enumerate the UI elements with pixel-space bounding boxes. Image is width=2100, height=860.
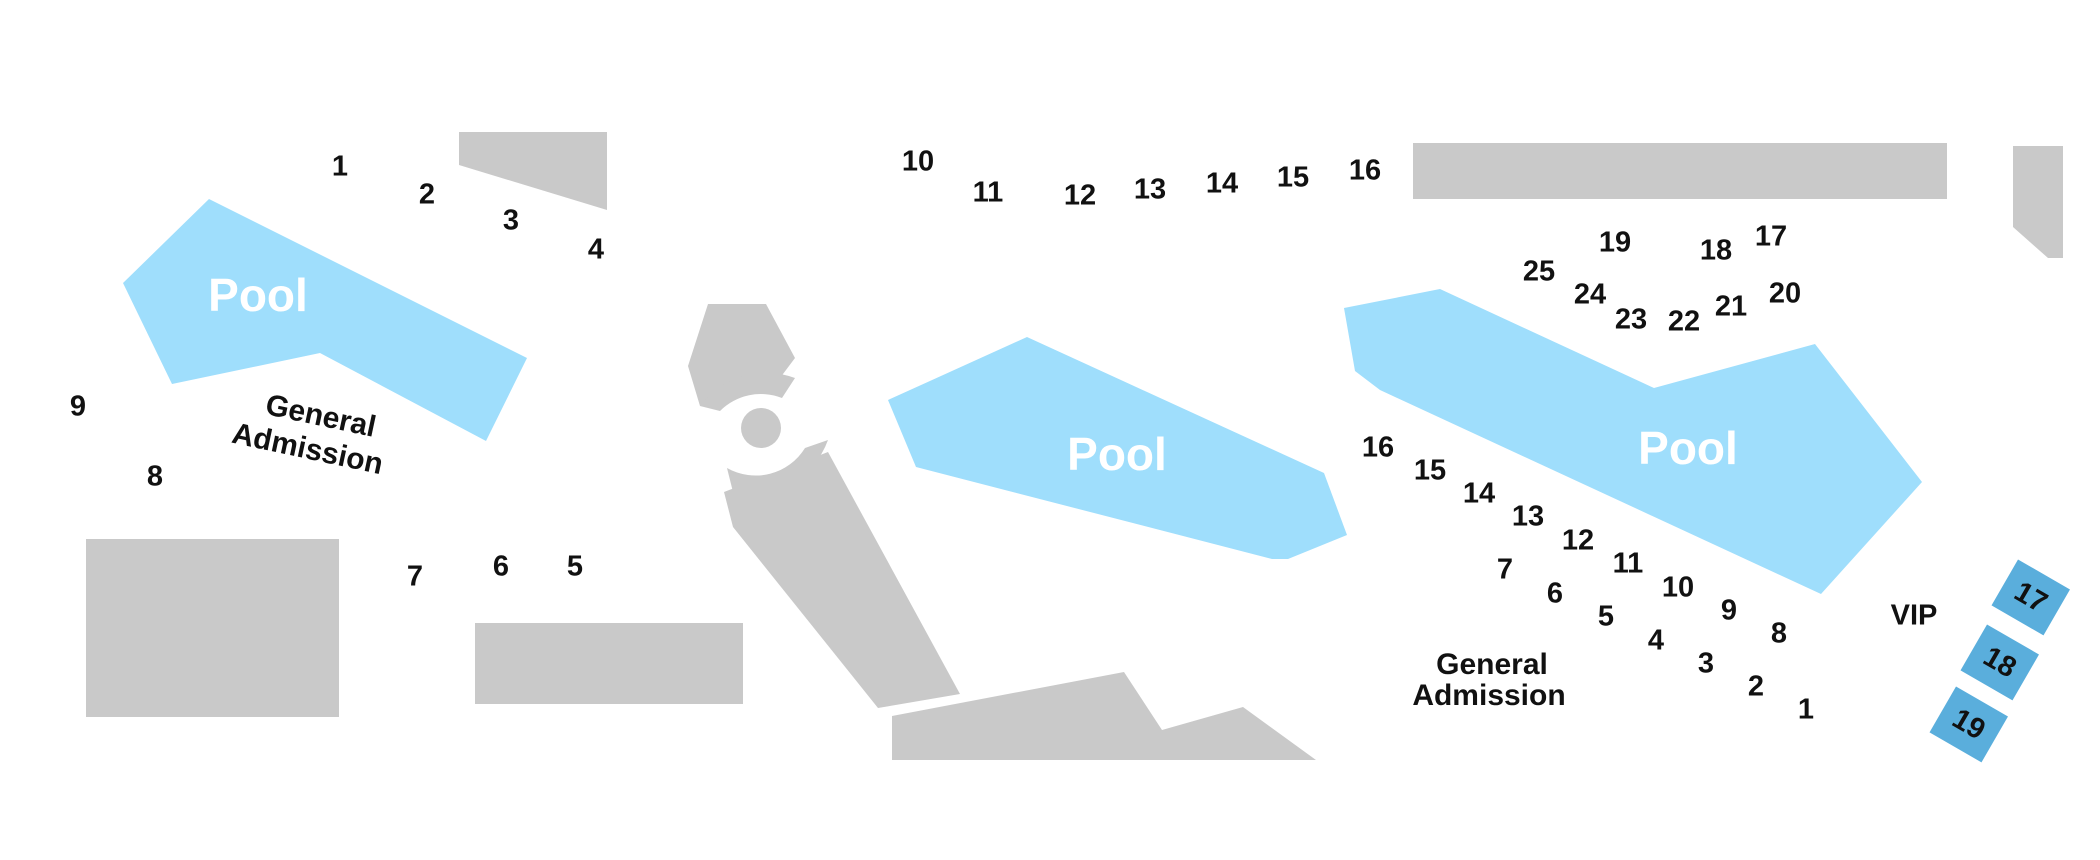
section-right-22[interactable]: 22 <box>1668 306 1700 338</box>
structure-left-lower <box>86 539 339 717</box>
section-right-lower-11[interactable]: 11 <box>1613 548 1644 580</box>
section-left-9[interactable]: 9 <box>70 391 86 423</box>
section-right-17[interactable]: 17 <box>1755 221 1787 253</box>
structure-far-right <box>2013 146 2063 258</box>
section-right-20[interactable]: 20 <box>1769 278 1801 310</box>
section-right-lower-15[interactable]: 15 <box>1414 455 1446 487</box>
section-right-lower-5[interactable]: 5 <box>1598 601 1614 633</box>
pool-right <box>1344 289 1922 594</box>
section-right-lower-8[interactable]: 8 <box>1771 618 1787 650</box>
pool-left <box>123 199 527 441</box>
section-right-19[interactable]: 19 <box>1599 227 1631 259</box>
section-right-lower-12[interactable]: 12 <box>1562 525 1594 557</box>
vip-section-19[interactable]: 19 <box>1926 683 2011 766</box>
section-right-lower-13[interactable]: 13 <box>1512 501 1544 533</box>
section-right-21[interactable]: 21 <box>1715 291 1747 323</box>
pool-center-label: Pool <box>1067 428 1167 480</box>
section-top-12[interactable]: 12 <box>1064 180 1096 212</box>
section-left-4[interactable]: 4 <box>588 234 604 266</box>
pool-center <box>888 337 1347 559</box>
section-top-11[interactable]: 11 <box>973 177 1004 209</box>
section-right-18[interactable]: 18 <box>1700 235 1732 267</box>
structure-center-ring-lower <box>727 440 828 494</box>
section-right-lower-6[interactable]: 6 <box>1547 578 1563 610</box>
section-top-16[interactable]: 16 <box>1349 155 1381 187</box>
section-right-lower-10[interactable]: 10 <box>1662 572 1694 604</box>
section-right-lower-14[interactable]: 14 <box>1463 478 1495 510</box>
structure-center-hub <box>741 408 781 448</box>
section-right-25[interactable]: 25 <box>1523 256 1555 288</box>
vip-19-box <box>1926 683 2011 766</box>
section-left-2[interactable]: 2 <box>419 179 435 211</box>
section-left-3[interactable]: 3 <box>503 205 519 237</box>
structure-top-right <box>1413 143 1947 199</box>
section-right-lower-4[interactable]: 4 <box>1648 625 1664 657</box>
section-left-5[interactable]: 5 <box>567 551 583 583</box>
section-right-lower-1[interactable]: 1 <box>1798 694 1814 726</box>
structure-left-bottom <box>475 623 743 704</box>
structure-center-ramp <box>724 452 960 708</box>
section-top-10[interactable]: 10 <box>902 146 934 178</box>
general-admission-left[interactable]: General Admission <box>229 383 393 481</box>
vip-section-17[interactable]: 17 <box>1988 556 2073 639</box>
structure-bottom-center <box>892 672 1316 760</box>
section-left-6[interactable]: 6 <box>493 551 509 583</box>
section-right-lower-2[interactable]: 2 <box>1748 671 1764 703</box>
section-left-1[interactable]: 1 <box>332 151 348 183</box>
section-top-14[interactable]: 14 <box>1206 168 1238 200</box>
section-right-24[interactable]: 24 <box>1574 279 1606 311</box>
vip-18-box <box>1957 621 2042 704</box>
vip-label: VIP <box>1891 600 1938 632</box>
section-left-7[interactable]: 7 <box>407 561 423 593</box>
structure-top-left-wedge <box>459 132 607 210</box>
section-right-lower-9[interactable]: 9 <box>1721 595 1737 627</box>
ga-right-line2[interactable]: Admission <box>1412 679 1565 712</box>
pool-right-label: Pool <box>1638 422 1738 474</box>
pool-left-label: Pool <box>208 269 308 321</box>
vip-section-18[interactable]: 18 <box>1957 621 2042 704</box>
section-right-lower-7[interactable]: 7 <box>1497 554 1513 586</box>
section-left-8[interactable]: 8 <box>147 461 163 493</box>
vip-17-box <box>1988 556 2073 639</box>
ga-right-line1[interactable]: General <box>1436 648 1548 681</box>
section-right-lower-16[interactable]: 16 <box>1362 432 1394 464</box>
section-top-13[interactable]: 13 <box>1134 174 1166 206</box>
structure-center-ring-upper <box>700 372 795 411</box>
section-right-lower-3[interactable]: 3 <box>1698 648 1714 680</box>
section-top-15[interactable]: 15 <box>1277 162 1309 194</box>
section-right-23[interactable]: 23 <box>1615 304 1647 336</box>
